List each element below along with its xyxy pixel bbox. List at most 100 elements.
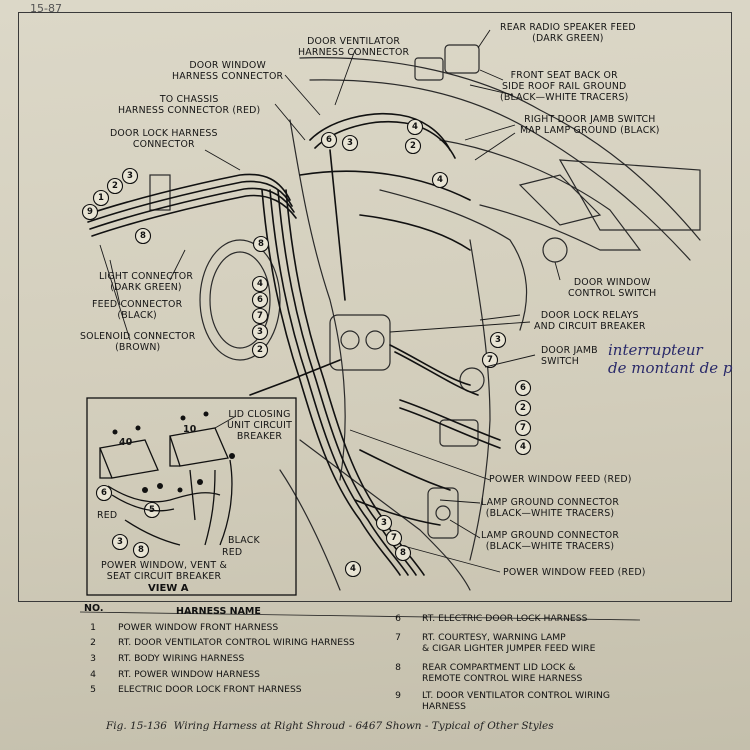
quarter-panel [558, 159, 701, 231]
legend-number: 4 [90, 669, 96, 680]
legend-number: 3 [90, 653, 96, 664]
legend-header-name: HARNESS NAME [176, 606, 261, 617]
panel-cutout [199, 239, 281, 361]
label-to-chassis-harness-connector: TO CHASSIS HARNESS CONNECTOR (RED) [118, 94, 261, 116]
callout-number: 3 [257, 327, 263, 337]
callout-number: 9 [87, 207, 93, 217]
label-va-black: BLACK [228, 535, 260, 546]
roof-rail-outline [299, 57, 701, 241]
lamp-bracket [427, 487, 459, 539]
legend-number: 1 [90, 622, 96, 633]
speaker-connector [444, 44, 480, 74]
figure-frame [18, 12, 732, 602]
callout-circle [132, 541, 150, 559]
legend-number: 6 [395, 613, 401, 624]
callout-circle [106, 177, 124, 195]
window-switch-housing [518, 174, 602, 226]
callout-circle [251, 341, 269, 359]
callout-circle [251, 323, 269, 341]
callout-number: 4 [412, 122, 418, 132]
door-lock-connector-block [149, 174, 171, 211]
callout-circle [81, 203, 99, 221]
label-va-caption: POWER WINDOW, VENT & SEAT CIRCUIT BREAKE… [101, 560, 227, 582]
page-number: 15-87 [30, 2, 62, 15]
callout-circle [431, 171, 449, 189]
callout-circle [375, 514, 393, 532]
callout-circle [92, 189, 110, 207]
door-frame-back [469, 239, 491, 561]
callout-number: 8 [138, 545, 144, 555]
callout-number: 4 [520, 442, 526, 452]
label-power-window-feed-2: POWER WINDOW FEED (RED) [503, 567, 646, 578]
callout-number: 6 [520, 383, 526, 393]
legend-header-no: NO. [84, 603, 104, 614]
legend-number: 2 [90, 637, 96, 648]
callout-number: 7 [391, 533, 397, 543]
label-va-red2: RED [222, 547, 243, 558]
callout-circle [320, 131, 338, 149]
label-feed-connector: FEED CONNECTOR (BLACK) [92, 299, 183, 321]
relay-box [329, 314, 391, 371]
callout-circle [406, 118, 424, 136]
door-frame-front [289, 119, 346, 481]
callout-number: 4 [437, 175, 443, 185]
callout-circle [514, 419, 532, 437]
callout-circle [344, 560, 362, 578]
callout-circle [514, 438, 532, 456]
callout-circle [514, 379, 532, 397]
label-right-door-jamb-switch: RIGHT DOOR JAMB SWITCH MAP LAMP GROUND (… [520, 114, 660, 136]
callout-number: 3 [495, 335, 501, 345]
label-door-window-control-switch: DOOR WINDOW CONTROL SWITCH [568, 277, 657, 299]
callout-circle [404, 137, 422, 155]
callout-number: 4 [257, 279, 263, 289]
label-solenoid-connector: SOLENOID CONNECTOR (BROWN) [80, 331, 196, 353]
legend-harness-name: POWER WINDOW FRONT HARNESS [118, 622, 279, 633]
callout-number: 2 [257, 345, 263, 355]
window-switch-shape [542, 237, 568, 263]
callout-circle [385, 529, 403, 547]
label-light-connector: LIGHT CONNECTOR (DARK GREEN) [99, 271, 194, 293]
label-lamp-ground-connector-2: LAMP GROUND CONNECTOR (BLACK—WHITE TRACE… [481, 530, 620, 552]
callout-circle [251, 275, 269, 293]
legend-harness-name: RT. POWER WINDOW HARNESS [118, 669, 260, 680]
view-a-box [86, 397, 297, 596]
callout-circle [134, 227, 152, 245]
label-front-seat-back-ground: FRONT SEAT BACK OR SIDE ROOF RAIL GROUND… [500, 70, 629, 103]
inner-panel-edge [379, 189, 528, 331]
legend-number: 5 [90, 684, 96, 695]
label-door-lock-relays: DOOR LOCK RELAYS AND CIRCUIT BREAKER [534, 310, 646, 332]
callout-number: 3 [127, 171, 133, 181]
callout-number: 1 [98, 193, 104, 203]
label-door-window-harness-connector: DOOR WINDOW HARNESS CONNECTOR [172, 60, 284, 82]
callout-number: 7 [487, 355, 493, 365]
callout-number: 8 [258, 239, 264, 249]
callout-number: 8 [140, 231, 146, 241]
callout-circle [251, 307, 269, 325]
callout-circle [514, 399, 532, 417]
legend-harness-name: RT. BODY WIRING HARNESS [118, 653, 245, 664]
label-power-window-feed-1: POWER WINDOW FEED (RED) [489, 474, 632, 485]
callout-number: 8 [400, 548, 406, 558]
callout-circle [252, 235, 270, 253]
legend-harness-name: RT. COURTESY, WARNING LAMP & CIGAR LIGHT… [422, 632, 596, 654]
label-va-red: RED [97, 510, 118, 521]
callout-number: 2 [520, 403, 526, 413]
legend-rule [79, 611, 641, 621]
label-door-ventilator-harness-connector: DOOR VENTILATOR HARNESS CONNECTOR [298, 36, 410, 58]
legend-number: 8 [395, 662, 401, 673]
label-rear-radio-speaker-feed: REAR RADIO SPEAKER FEED (DARK GREEN) [500, 22, 636, 44]
handwritten-note: interrupteur de montant de p [608, 341, 733, 377]
callout-number: 2 [112, 181, 118, 191]
panel-cutout-inner [209, 251, 271, 349]
view-a-title: VIEW A [148, 583, 189, 594]
legend-harness-name: LT. DOOR VENTILATOR CONTROL WIRING HARNE… [422, 690, 611, 712]
callout-number: 3 [117, 537, 123, 547]
callout-circles [81, 118, 532, 578]
callout-number: 2 [410, 141, 416, 151]
callout-number: 3 [347, 138, 353, 148]
figure-caption: Fig. 15-136 Wiring Harness at Right Shro… [106, 720, 554, 732]
legend-number: 7 [395, 632, 401, 643]
callout-circle [341, 134, 359, 152]
roof-rail-inner [309, 79, 691, 261]
